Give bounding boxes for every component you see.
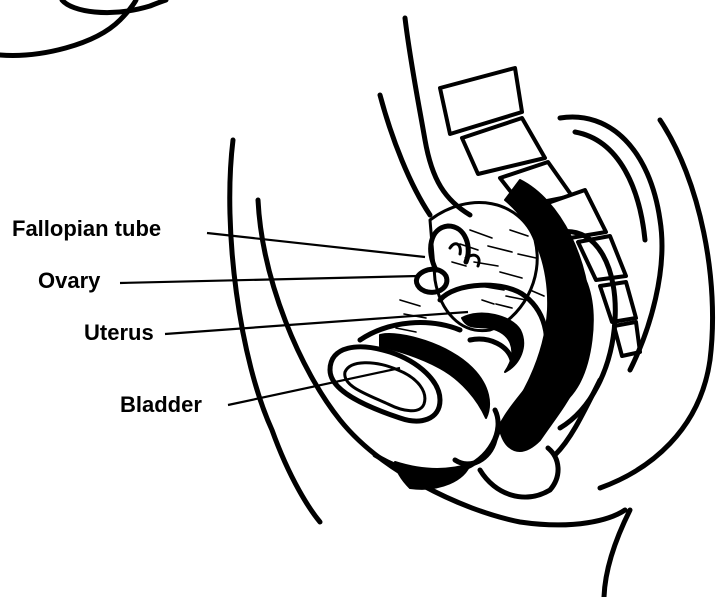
hatch-mark <box>488 246 512 252</box>
thigh-outline <box>0 0 166 55</box>
label-uterus: Uterus <box>84 320 154 345</box>
body-contour <box>230 120 713 597</box>
hatch-mark <box>400 300 420 306</box>
hatch-mark <box>482 300 494 304</box>
label-fallopian-tube: Fallopian tube <box>12 216 161 241</box>
hatch-mark <box>496 304 512 308</box>
hatch-mark <box>396 328 416 332</box>
leader-fallopian-tube <box>207 233 425 257</box>
hatch-mark <box>500 272 522 278</box>
label-bladder: Bladder <box>120 392 202 417</box>
hatch-mark <box>470 230 492 238</box>
ovary-shape <box>416 269 446 292</box>
hatch-mark <box>530 290 544 296</box>
labels: Fallopian tube Ovary Uterus Bladder <box>12 216 202 417</box>
label-ovary: Ovary <box>38 268 101 293</box>
peritoneal-region <box>396 203 544 332</box>
hatch-mark <box>518 254 536 258</box>
hatch-mark <box>510 230 528 236</box>
